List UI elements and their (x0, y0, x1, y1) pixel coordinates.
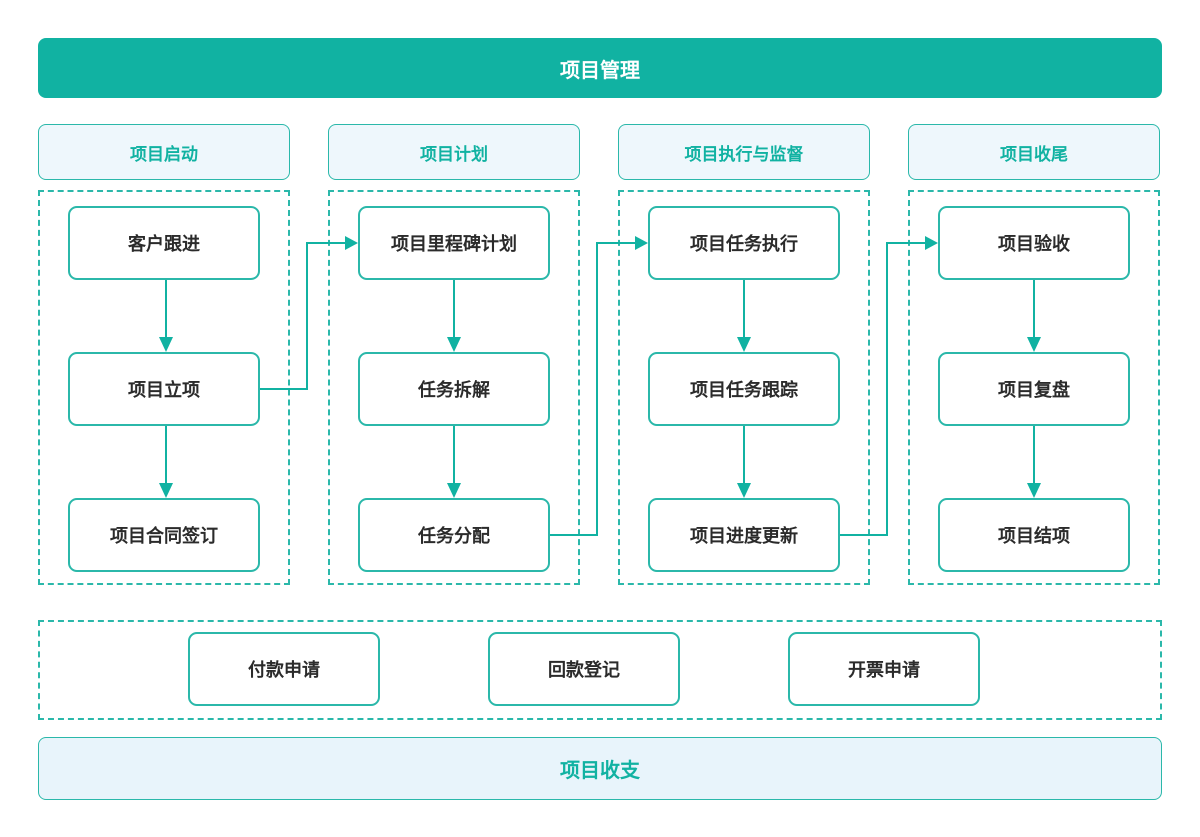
arrow-right-icon (345, 236, 358, 250)
column-header-initiation: 项目启动 (38, 124, 290, 180)
node-contract-signing: 项目合同签订 (68, 498, 260, 572)
arrow-right-icon (635, 236, 648, 250)
node-customer-followup: 客户跟进 (68, 206, 260, 280)
box-invoice-request: 开票申请 (788, 632, 980, 706)
arrow-right-icon (925, 236, 938, 250)
node-project-initiation: 项目立项 (68, 352, 260, 426)
node-task-tracking: 项目任务跟踪 (648, 352, 840, 426)
arrow-down-icon (737, 426, 751, 498)
footer-banner: 项目收支 (38, 737, 1162, 800)
node-progress-update: 项目进度更新 (648, 498, 840, 572)
finance-frame (38, 620, 1162, 720)
arrow-down-icon (159, 426, 173, 498)
node-project-review: 项目复盘 (938, 352, 1130, 426)
arrow-down-icon (159, 280, 173, 352)
node-milestone-plan: 项目里程碑计划 (358, 206, 550, 280)
column-frame-closing (908, 190, 1160, 585)
column-header-planning: 项目计划 (328, 124, 580, 180)
node-task-assignment: 任务分配 (358, 498, 550, 572)
title-banner: 项目管理 (38, 38, 1162, 98)
column-header-execution-supervision: 项目执行与监督 (618, 124, 870, 180)
column-header-closing: 项目收尾 (908, 124, 1160, 180)
node-project-acceptance: 项目验收 (938, 206, 1130, 280)
arrow-down-icon (1027, 426, 1041, 498)
arrow-down-icon (1027, 280, 1041, 352)
node-task-execution: 项目任务执行 (648, 206, 840, 280)
box-payment-request: 付款申请 (188, 632, 380, 706)
column-frame-planning (328, 190, 580, 585)
node-task-breakdown: 任务拆解 (358, 352, 550, 426)
arrow-down-icon (737, 280, 751, 352)
box-collection-register: 回款登记 (488, 632, 680, 706)
arrow-down-icon (447, 426, 461, 498)
node-project-closing: 项目结项 (938, 498, 1130, 572)
arrow-down-icon (447, 280, 461, 352)
column-frame-execution-supervision (618, 190, 870, 585)
column-frame-initiation (38, 190, 290, 585)
